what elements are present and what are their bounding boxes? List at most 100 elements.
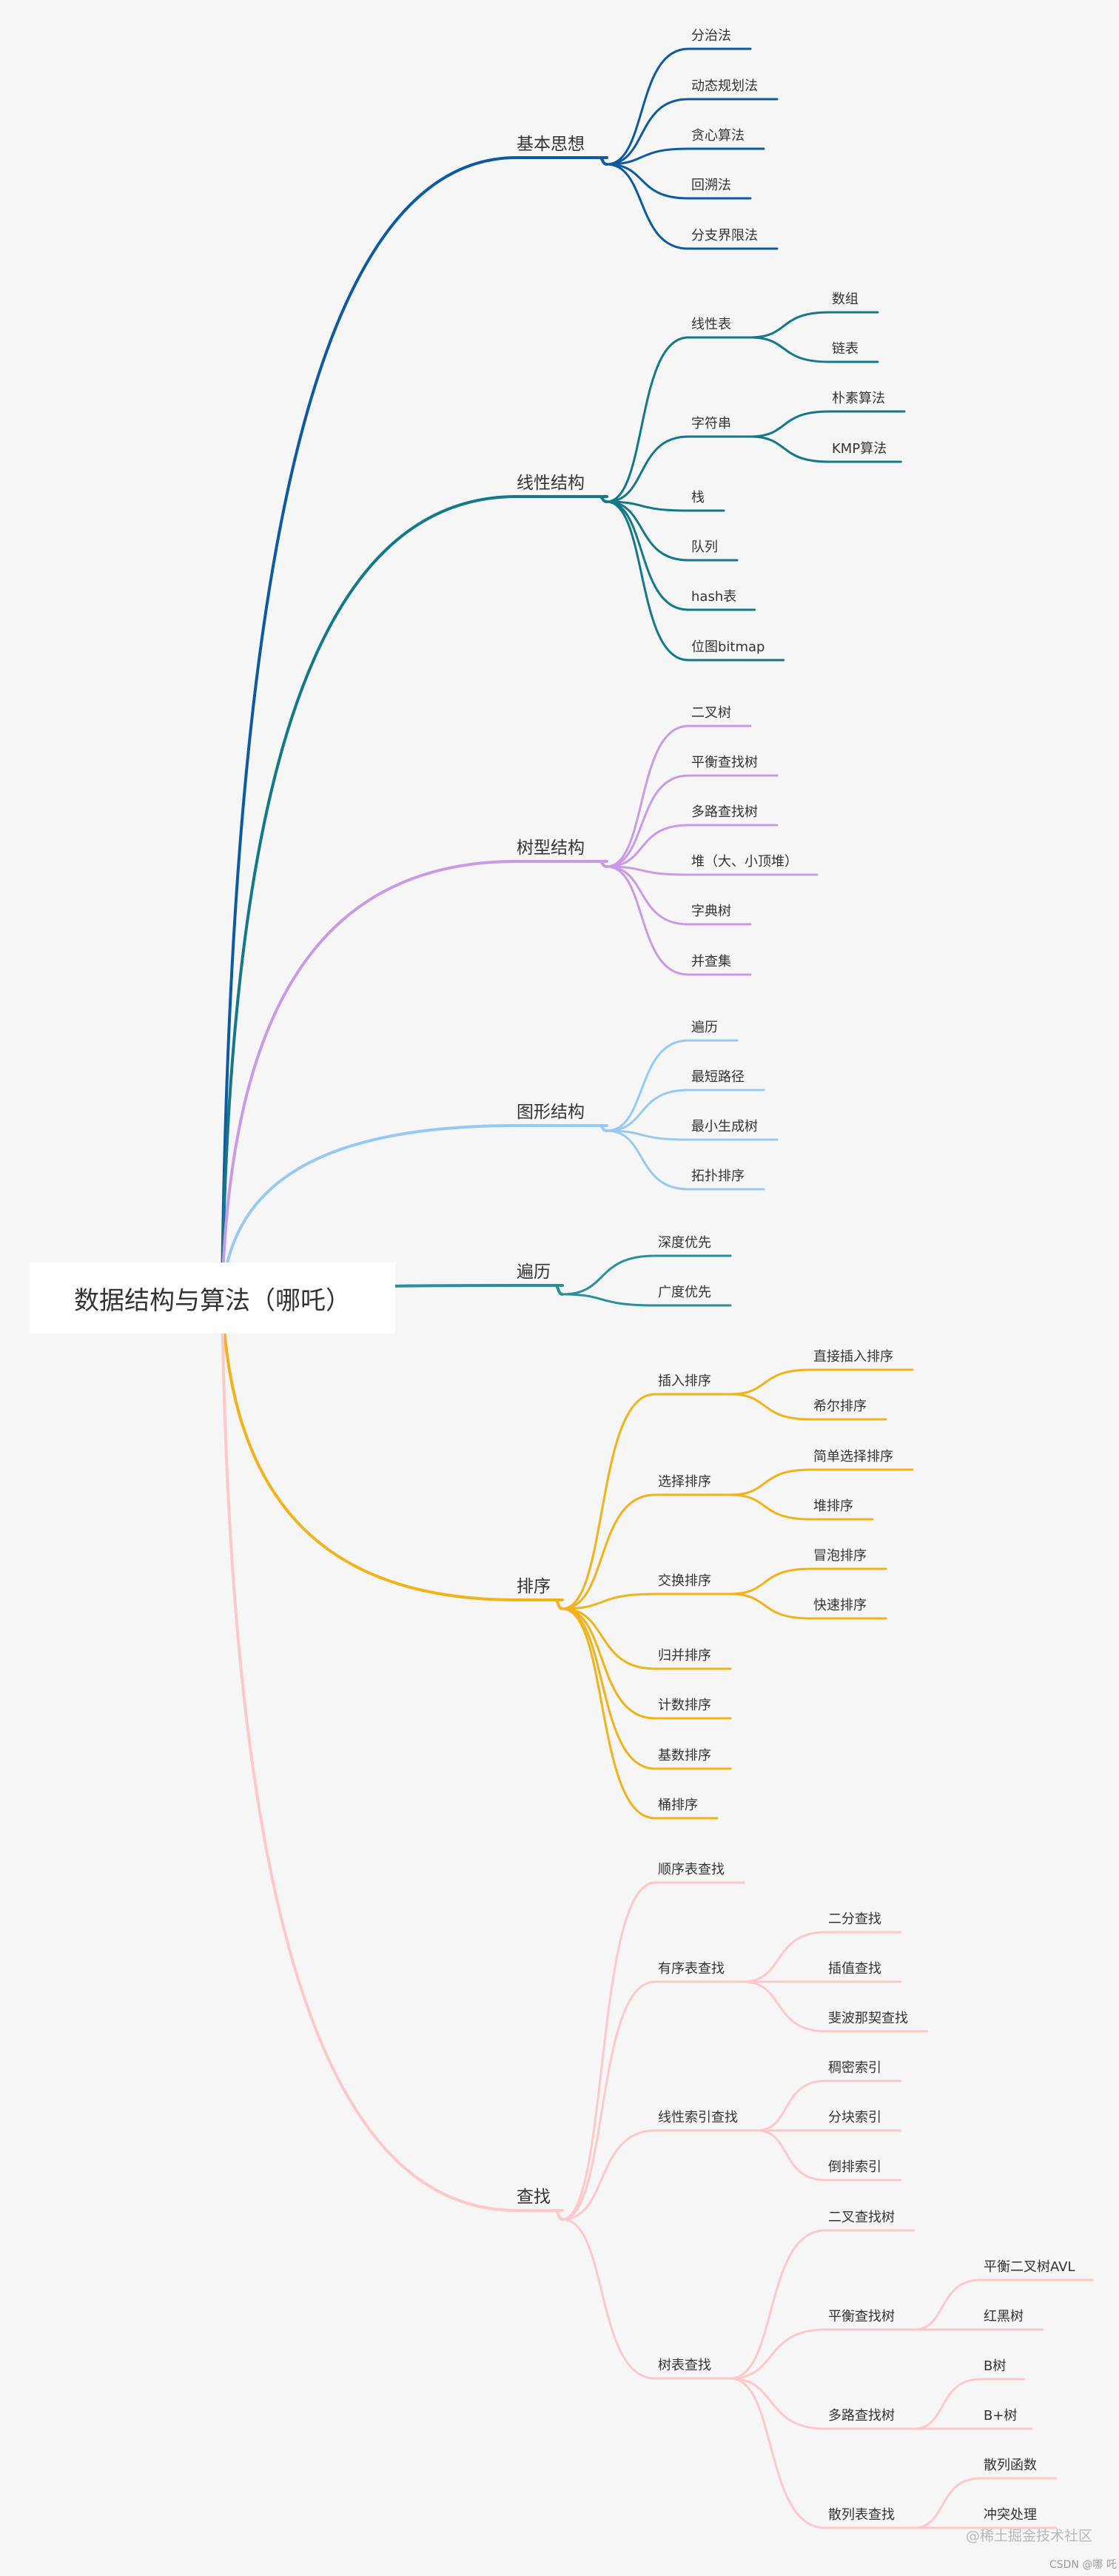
- node-插值查找[interactable]: 插值查找: [828, 1961, 881, 1977]
- connector-广度优先: [561, 1293, 656, 1307]
- node-分块索引[interactable]: 分块索引: [828, 2110, 881, 2125]
- connector-堆排序: [729, 1493, 812, 1521]
- node-广度优先[interactable]: 广度优先: [658, 1285, 711, 1300]
- node-稠密索引[interactable]: 稠密索引: [828, 2060, 881, 2076]
- node-散列函数[interactable]: 散列函数: [984, 2458, 1037, 2473]
- node-链表[interactable]: 链表: [832, 341, 858, 357]
- branch-排序[interactable]: 排序: [517, 1577, 551, 1596]
- node-快速排序[interactable]: 快速排序: [813, 1598, 867, 1613]
- node-B树[interactable]: B树: [984, 2358, 1006, 2374]
- branch-图形结构[interactable]: 图形结构: [517, 1103, 585, 1122]
- root-connector-图形结构: [221, 1124, 518, 1298]
- node-栈[interactable]: 栈: [691, 490, 705, 505]
- connector-并查集: [605, 865, 690, 976]
- connector-多路查找树: [605, 824, 690, 868]
- node-朴素算法[interactable]: 朴素算法: [832, 391, 885, 406]
- node-计数排序[interactable]: 计数排序: [658, 1698, 711, 1713]
- node-队列[interactable]: 队列: [691, 539, 718, 555]
- node-桶排序[interactable]: 桶排序: [658, 1798, 698, 1813]
- connector-位图bitmap: [605, 500, 690, 662]
- connector-斐波那契查找: [742, 1980, 827, 2033]
- node-平衡查找树[interactable]: 平衡查找树: [828, 2309, 895, 2324]
- node-顺序表查找[interactable]: 顺序表查找: [658, 1862, 725, 1877]
- node-拓扑排序[interactable]: 拓扑排序: [691, 1168, 745, 1184]
- node-线性表[interactable]: 线性表: [691, 317, 731, 332]
- root-connector-基本思想: [221, 156, 518, 1298]
- node-数组[interactable]: 数组: [832, 292, 858, 307]
- node-插入排序[interactable]: 插入排序: [658, 1373, 711, 1389]
- connector-字符串: [605, 435, 690, 503]
- connector-顺序表查找: [561, 1881, 656, 2221]
- node-散列表查找[interactable]: 散列表查找: [828, 2507, 895, 2523]
- connector-稠密索引: [756, 2079, 827, 2132]
- connector-归并排序: [561, 1607, 656, 1670]
- node-基数排序[interactable]: 基数排序: [658, 1748, 711, 1763]
- node-二叉查找树[interactable]: 二叉查找树: [828, 2210, 895, 2225]
- node-B+树[interactable]: B+树: [984, 2408, 1017, 2424]
- root-label: 数据结构与算法（哪吒）: [74, 1285, 351, 1316]
- node-归并排序[interactable]: 归并排序: [658, 1648, 711, 1664]
- branch-线性结构[interactable]: 线性结构: [517, 474, 585, 493]
- connector-倒排索引: [756, 2129, 827, 2182]
- node-希尔排序[interactable]: 希尔排序: [813, 1399, 867, 1414]
- node-并查集[interactable]: 并查集: [691, 954, 731, 969]
- node-多路查找树[interactable]: 多路查找树: [828, 2408, 895, 2424]
- node-hash表[interactable]: hash表: [691, 589, 736, 605]
- node-多路查找树[interactable]: 多路查找树: [691, 804, 758, 820]
- node-动态规划法[interactable]: 动态规划法: [691, 78, 758, 94]
- node-直接插入排序[interactable]: 直接插入排序: [813, 1349, 893, 1365]
- node-最小生成树[interactable]: 最小生成树: [691, 1119, 758, 1134]
- node-简单选择排序[interactable]: 简单选择排序: [813, 1449, 893, 1464]
- connector-平衡查找树: [729, 2328, 827, 2380]
- node-KMP算法[interactable]: KMP算法: [832, 441, 887, 457]
- node-位图bitmap[interactable]: 位图bitmap: [691, 639, 765, 655]
- node-平衡查找树[interactable]: 平衡查找树: [691, 755, 758, 770]
- connector-回溯法: [605, 163, 690, 200]
- branch-基本思想[interactable]: 基本思想: [517, 135, 585, 154]
- node-二分查找[interactable]: 二分查找: [828, 1911, 881, 1927]
- connector-二叉查找树: [729, 2229, 827, 2380]
- node-深度优先[interactable]: 深度优先: [658, 1235, 711, 1251]
- node-交换排序[interactable]: 交换排序: [658, 1573, 711, 1589]
- branch-遍历[interactable]: 遍历: [517, 1262, 551, 1282]
- node-冲突处理[interactable]: 冲突处理: [984, 2507, 1037, 2523]
- node-遍历[interactable]: 遍历: [691, 1020, 718, 1035]
- connector-贪心算法: [605, 147, 690, 166]
- node-堆（大、小顶堆）[interactable]: 堆（大、小顶堆）: [691, 854, 798, 870]
- node-堆排序[interactable]: 堆排序: [813, 1499, 853, 1514]
- node-字典树[interactable]: 字典树: [691, 904, 731, 919]
- root-node[interactable]: 数据结构与算法（哪吒）: [30, 1262, 395, 1334]
- node-回溯法[interactable]: 回溯法: [691, 178, 731, 193]
- connector-桶排序: [561, 1607, 656, 1820]
- node-红黑树[interactable]: 红黑树: [984, 2309, 1024, 2324]
- connector-希尔排序: [729, 1393, 812, 1421]
- root-connector-查找: [221, 1295, 518, 2212]
- node-最短路径[interactable]: 最短路径: [691, 1069, 745, 1085]
- branch-查找[interactable]: 查找: [517, 2187, 551, 2207]
- node-倒排索引[interactable]: 倒排索引: [828, 2159, 881, 2175]
- connector-平衡二叉树AVL: [913, 2279, 982, 2331]
- node-分治法[interactable]: 分治法: [691, 28, 731, 44]
- connector-二分查找: [742, 1931, 827, 1983]
- root-connector-线性结构: [221, 495, 518, 1298]
- node-树表查找[interactable]: 树表查找: [658, 2358, 711, 2373]
- node-分支界限法[interactable]: 分支界限法: [691, 228, 758, 243]
- node-选择排序[interactable]: 选择排序: [658, 1474, 711, 1490]
- connector-lines: [221, 47, 1094, 2529]
- node-斐波那契查找[interactable]: 斐波那契查找: [828, 2011, 908, 2026]
- node-线性索引查找[interactable]: 线性索引查找: [658, 2110, 738, 2125]
- connector-最小生成树: [605, 1129, 690, 1141]
- branch-树型结构[interactable]: 树型结构: [517, 838, 585, 858]
- node-平衡二叉树AVL[interactable]: 平衡二叉树AVL: [984, 2259, 1075, 2275]
- node-有序表查找[interactable]: 有序表查找: [658, 1961, 725, 1977]
- node-贪心算法[interactable]: 贪心算法: [691, 128, 745, 144]
- connector-数组: [749, 311, 830, 339]
- connector-堆（大、小顶堆）: [605, 865, 690, 876]
- connector-hash表: [605, 500, 690, 611]
- node-二叉树[interactable]: 二叉树: [691, 705, 731, 721]
- node-冒泡排序[interactable]: 冒泡排序: [813, 1548, 867, 1564]
- node-字符串[interactable]: 字符串: [691, 416, 731, 431]
- connector-拓扑排序: [605, 1129, 690, 1191]
